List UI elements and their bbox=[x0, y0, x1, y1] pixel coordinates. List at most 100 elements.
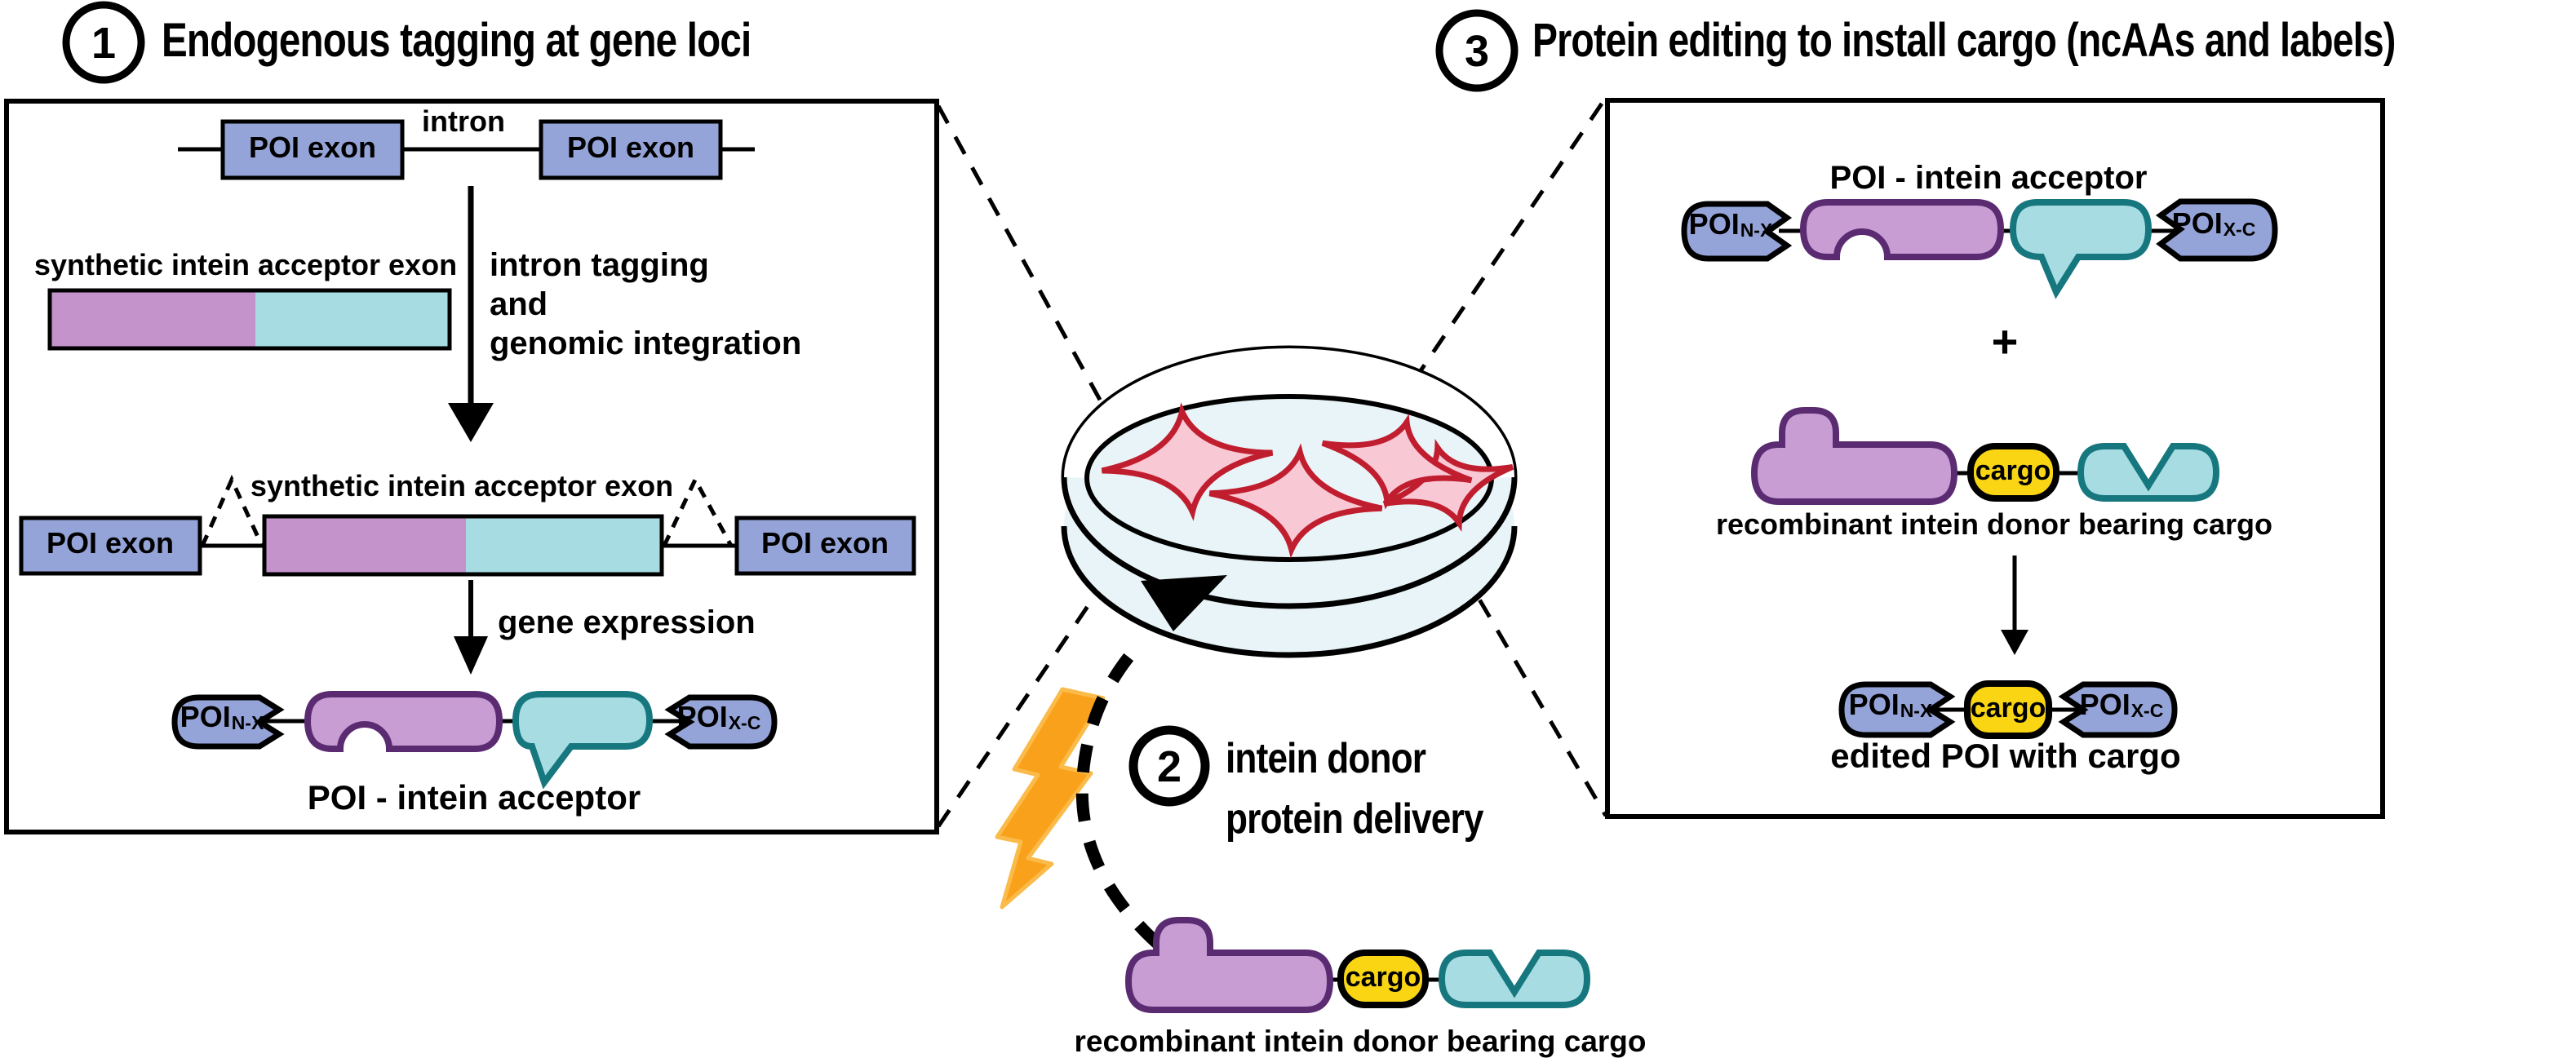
integrated-exon-teal-half bbox=[466, 516, 662, 574]
step3-number-circle bbox=[1435, 9, 1519, 92]
cell-4 bbox=[1382, 438, 1514, 533]
dish-inner-white-band bbox=[1064, 348, 1514, 478]
synthetic-exon-label: synthetic intein acceptor exon bbox=[33, 248, 458, 281]
editing-arrow-head bbox=[2001, 630, 2028, 655]
intron-tagging-arrow-head bbox=[448, 403, 494, 442]
poi-subscript: N-X bbox=[1900, 700, 1933, 721]
poi-c-fragment-shape bbox=[664, 694, 778, 750]
plus-sign: + bbox=[1991, 316, 2019, 367]
cargo-label: cargo bbox=[1975, 455, 2051, 486]
integrated-exon-purple-half bbox=[264, 516, 466, 574]
edited-caption: edited POI with cargo bbox=[1830, 737, 2181, 775]
cells-group bbox=[1101, 402, 1514, 559]
panel1-group bbox=[4, 1, 939, 834]
splice-caret-left bbox=[200, 474, 264, 547]
cargo-shape bbox=[1964, 680, 2052, 739]
intein-acceptor-n-shape bbox=[1799, 199, 2005, 260]
poi-exon-box2-right bbox=[734, 516, 916, 576]
poi-exon-label: POI exon bbox=[760, 526, 889, 560]
dish-wall-bottom-arc bbox=[1061, 525, 1518, 658]
petri-dish bbox=[1061, 345, 1518, 658]
poi-subscript: X-C bbox=[728, 712, 761, 733]
poi-text: POI bbox=[2079, 688, 2130, 721]
intein-donor-c-shape bbox=[2077, 443, 2220, 502]
intron-tagging-line1: intron tagging bbox=[490, 247, 709, 283]
poi-exon-label: POI exon bbox=[566, 131, 695, 164]
cell-3 bbox=[1321, 414, 1473, 510]
poi-exon-box-right bbox=[539, 119, 723, 180]
intron-tagging-line2: and bbox=[490, 286, 548, 322]
step2-title-line1: intein donor bbox=[1226, 735, 1426, 782]
panel3-box bbox=[1605, 98, 2385, 819]
synthetic-exon-teal-half bbox=[255, 290, 450, 348]
intein-acceptor-c-shape bbox=[2009, 199, 2153, 299]
center-group bbox=[936, 102, 1608, 1013]
delivery-arrow-head bbox=[1141, 575, 1227, 631]
poi-c-fragment-shape bbox=[2155, 198, 2278, 262]
step2-title-line2: protein delivery bbox=[1226, 795, 1483, 843]
cargo-shape bbox=[1337, 950, 1429, 1008]
poi-text: POI bbox=[1688, 207, 1740, 241]
poi-exon-label: POI exon bbox=[46, 526, 175, 560]
zoom-line-right-top bbox=[1385, 102, 1604, 422]
zoom-line-left-top bbox=[936, 104, 1184, 550]
poi-subscript: N-X bbox=[1740, 219, 1773, 241]
poi-n-fragment-shape bbox=[1681, 201, 1793, 262]
intron-label: intron bbox=[422, 104, 505, 138]
gene-expression-arrow-head bbox=[454, 636, 488, 675]
donor-caption: recombinant intein donor bearing cargo bbox=[1074, 1025, 1647, 1058]
poi-text: POI bbox=[1848, 688, 1900, 721]
gene-expression-label: gene expression bbox=[498, 604, 756, 640]
intein-donor-c-shape bbox=[1438, 950, 1591, 1008]
poi-subscript: X-C bbox=[2130, 700, 2164, 721]
poi-text: POI bbox=[676, 700, 728, 733]
integrated-exon-outline bbox=[262, 514, 664, 577]
poi-text: POI bbox=[180, 700, 231, 733]
poi-text: POI bbox=[2171, 206, 2223, 240]
step1-title: Endogenous tagging at gene loci bbox=[162, 14, 752, 67]
intein-acceptor-n-shape bbox=[304, 691, 503, 752]
poi-subscript: X-C bbox=[2223, 219, 2256, 240]
synthetic-exon-label: synthetic intein acceptor exon bbox=[250, 469, 674, 502]
cargo-label: cargo bbox=[1345, 962, 1421, 993]
synthetic-exon-outline bbox=[47, 288, 452, 351]
cell-1 bbox=[1101, 402, 1274, 521]
cargo-shape bbox=[1967, 443, 2059, 502]
step2-number: 2 bbox=[1156, 742, 1182, 791]
delivery-dashed-curve bbox=[1075, 638, 1164, 950]
splice-caret-right bbox=[662, 475, 734, 547]
synthetic-exon-purple-half bbox=[50, 290, 255, 348]
cell-2 bbox=[1208, 443, 1383, 559]
step2-number-circle bbox=[1128, 725, 1210, 807]
poi-n-fragment-shape bbox=[1838, 681, 1956, 738]
intein-donor-n-shape bbox=[1124, 917, 1334, 1013]
poi-exon-box-left bbox=[220, 119, 405, 180]
cargo-label: cargo bbox=[1970, 693, 2046, 724]
intron-tagging-line3: genomic integration bbox=[490, 325, 802, 361]
poi-n-fragment-shape bbox=[171, 694, 285, 750]
intein-donor-n-shape bbox=[1750, 407, 1958, 505]
step3-title: Protein editing to install cargo (ncAAs … bbox=[1532, 14, 2396, 67]
poi-exon-box2-left bbox=[19, 516, 202, 576]
panel1-box bbox=[4, 99, 939, 834]
donor-caption: recombinant intein donor bearing cargo bbox=[1715, 507, 2273, 541]
poi-subscript: N-X bbox=[231, 712, 264, 733]
intein-acceptor-c-shape bbox=[512, 691, 654, 790]
step3-number: 3 bbox=[1464, 27, 1490, 76]
step1-number-circle bbox=[62, 1, 145, 84]
panel3-group bbox=[1435, 9, 2385, 819]
donor-protein-bottom bbox=[1124, 917, 1591, 1013]
acceptor-caption: POI - intein acceptor bbox=[307, 778, 641, 817]
acceptor-caption: POI - intein acceptor bbox=[1829, 160, 2148, 196]
lightning-bolt-icon bbox=[995, 687, 1106, 910]
poi-c-fragment-shape bbox=[2058, 681, 2178, 738]
poi-exon-label: POI exon bbox=[248, 131, 377, 164]
